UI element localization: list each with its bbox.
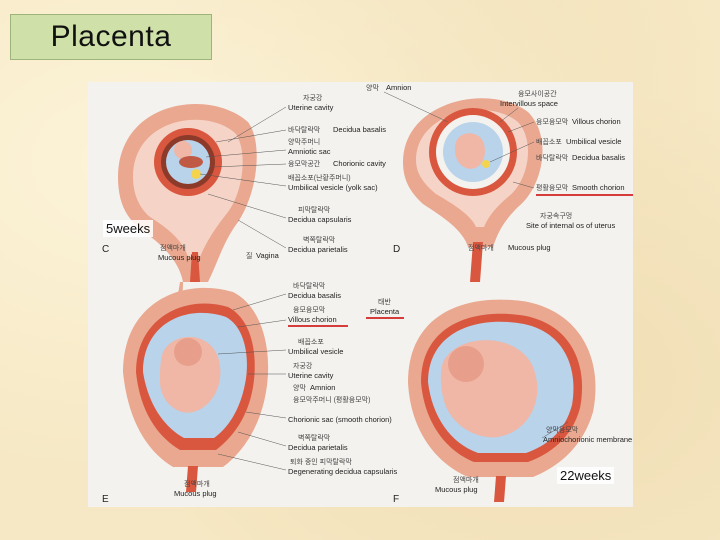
svg-text:자궁강: 자궁강: [293, 361, 313, 370]
svg-text:Mucous plug: Mucous plug: [174, 489, 217, 498]
svg-text:벽쪽탈락막: 벽쪽탈락막: [303, 235, 336, 244]
svg-text:Villous chorion: Villous chorion: [572, 117, 621, 126]
panel-d-labels: 양막 Amnion 융모사이공간 Intervillous space 융모융모…: [366, 83, 633, 255]
svg-text:Decidua parietalis: Decidua parietalis: [288, 245, 348, 254]
svg-text:점액마개: 점액마개: [160, 243, 186, 252]
svg-text:D: D: [393, 244, 400, 255]
svg-text:Amniochorionic membrane: Amniochorionic membrane: [543, 435, 632, 444]
svg-text:Chorionic sac (smooth chorion): Chorionic sac (smooth chorion): [288, 415, 392, 424]
panel-e-illustration: [123, 287, 269, 492]
svg-text:Uterine cavity: Uterine cavity: [288, 103, 334, 112]
svg-text:피막탈락막: 피막탈락막: [298, 205, 331, 214]
svg-text:점액마개: 점액마개: [453, 475, 479, 484]
svg-text:Umbilical vesicle: Umbilical vesicle: [566, 137, 621, 146]
svg-text:융모융모막: 융모융모막: [536, 117, 569, 126]
slide-title: Placenta: [50, 20, 172, 53]
svg-text:Amnion: Amnion: [386, 83, 411, 92]
svg-text:융모융모막: 융모융모막: [293, 305, 326, 314]
svg-text:양막: 양막: [293, 383, 306, 392]
svg-text:C: C: [102, 244, 109, 255]
svg-text:Amnion: Amnion: [310, 383, 335, 392]
svg-text:Mucous plug: Mucous plug: [158, 253, 201, 262]
svg-text:양막융모막: 양막융모막: [546, 425, 579, 434]
svg-text:평활융모막: 평활융모막: [536, 183, 569, 192]
svg-text:Intervillous space: Intervillous space: [500, 99, 558, 108]
panel-f-illustration: [408, 299, 596, 502]
svg-text:질: 질: [246, 252, 252, 260]
svg-text:양막주머니: 양막주머니: [288, 137, 320, 146]
svg-text:자궁속구멍: 자궁속구멍: [540, 211, 572, 220]
svg-text:Amniotic sac: Amniotic sac: [288, 147, 331, 156]
title-box: Placenta: [10, 14, 212, 60]
svg-text:자궁강: 자궁강: [303, 93, 323, 102]
svg-text:융모사이공간: 융모사이공간: [518, 89, 557, 98]
svg-text:융모막주머니 (평활융모막): 융모막주머니 (평활융모막): [293, 395, 370, 404]
svg-text:Decidua basalis: Decidua basalis: [288, 291, 341, 300]
panel-f-labels: 양막융모막 Amniochorionic membrane 점액마개 Mucou…: [393, 421, 632, 505]
svg-text:Chorionic cavity: Chorionic cavity: [333, 159, 386, 168]
svg-text:바닥탈락막: 바닥탈락막: [536, 153, 569, 162]
svg-text:태반: 태반: [378, 297, 391, 306]
svg-text:Placenta: Placenta: [370, 307, 400, 316]
caption-22weeks: 22weeks: [557, 467, 615, 484]
panel-e-labels: 바닥탈락막 Decidua basalis 융모융모막 Villous chor…: [102, 281, 404, 505]
svg-text:점액마개: 점액마개: [184, 479, 210, 488]
svg-text:융모막공간: 융모막공간: [288, 159, 321, 168]
svg-text:Decidua parietalis: Decidua parietalis: [288, 443, 348, 452]
svg-text:바닥탈락막: 바닥탈락막: [293, 281, 326, 290]
caption-5weeks: 5weeks: [103, 220, 154, 237]
svg-text:배꼽소포: 배꼽소포: [536, 137, 562, 146]
svg-text:F: F: [393, 494, 399, 505]
svg-text:Mucous plug: Mucous plug: [508, 243, 551, 252]
svg-text:Site of internal os of uterus: Site of internal os of uterus: [526, 221, 615, 230]
svg-text:E: E: [102, 494, 109, 505]
svg-text:점액마개: 점액마개: [468, 243, 494, 252]
svg-text:배꼽소포(난황주머니): 배꼽소포(난황주머니): [288, 173, 351, 182]
svg-text:Vagina: Vagina: [256, 251, 280, 260]
embryology-figure: 자궁강 Uterine cavity 바닥탈락막 Decidua basalis…: [88, 82, 633, 507]
svg-text:Mucous plug: Mucous plug: [435, 485, 478, 494]
svg-text:Decidua basalis: Decidua basalis: [572, 153, 625, 162]
svg-text:Smooth chorion: Smooth chorion: [572, 183, 625, 192]
svg-text:양막: 양막: [366, 83, 379, 92]
svg-text:배꼽소포: 배꼽소포: [298, 337, 324, 346]
svg-text:Degenerating decidua capsulari: Degenerating decidua capsularis: [288, 467, 397, 476]
svg-text:Decidua basalis: Decidua basalis: [333, 125, 386, 134]
svg-text:바닥탈락막: 바닥탈락막: [288, 125, 321, 134]
svg-text:Uterine cavity: Uterine cavity: [288, 371, 334, 380]
svg-text:퇴화 중인 피막탈락막: 퇴화 중인 피막탈락막: [290, 457, 352, 466]
panel-d-illustration: [403, 98, 543, 282]
panel-c-illustration: [118, 104, 257, 352]
panel-c-labels: 자궁강 Uterine cavity 바닥탈락막 Decidua basalis…: [102, 93, 386, 262]
svg-text:Decidua capsularis: Decidua capsularis: [288, 215, 352, 224]
svg-text:Umbilical vesicle: Umbilical vesicle: [288, 347, 343, 356]
figure-svg: 자궁강 Uterine cavity 바닥탈락막 Decidua basalis…: [102, 83, 633, 505]
svg-text:Umbilical vesicle (yolk sac): Umbilical vesicle (yolk sac): [288, 183, 378, 192]
svg-text:Villous chorion: Villous chorion: [288, 315, 337, 324]
svg-text:벽쪽탈락막: 벽쪽탈락막: [298, 433, 331, 442]
